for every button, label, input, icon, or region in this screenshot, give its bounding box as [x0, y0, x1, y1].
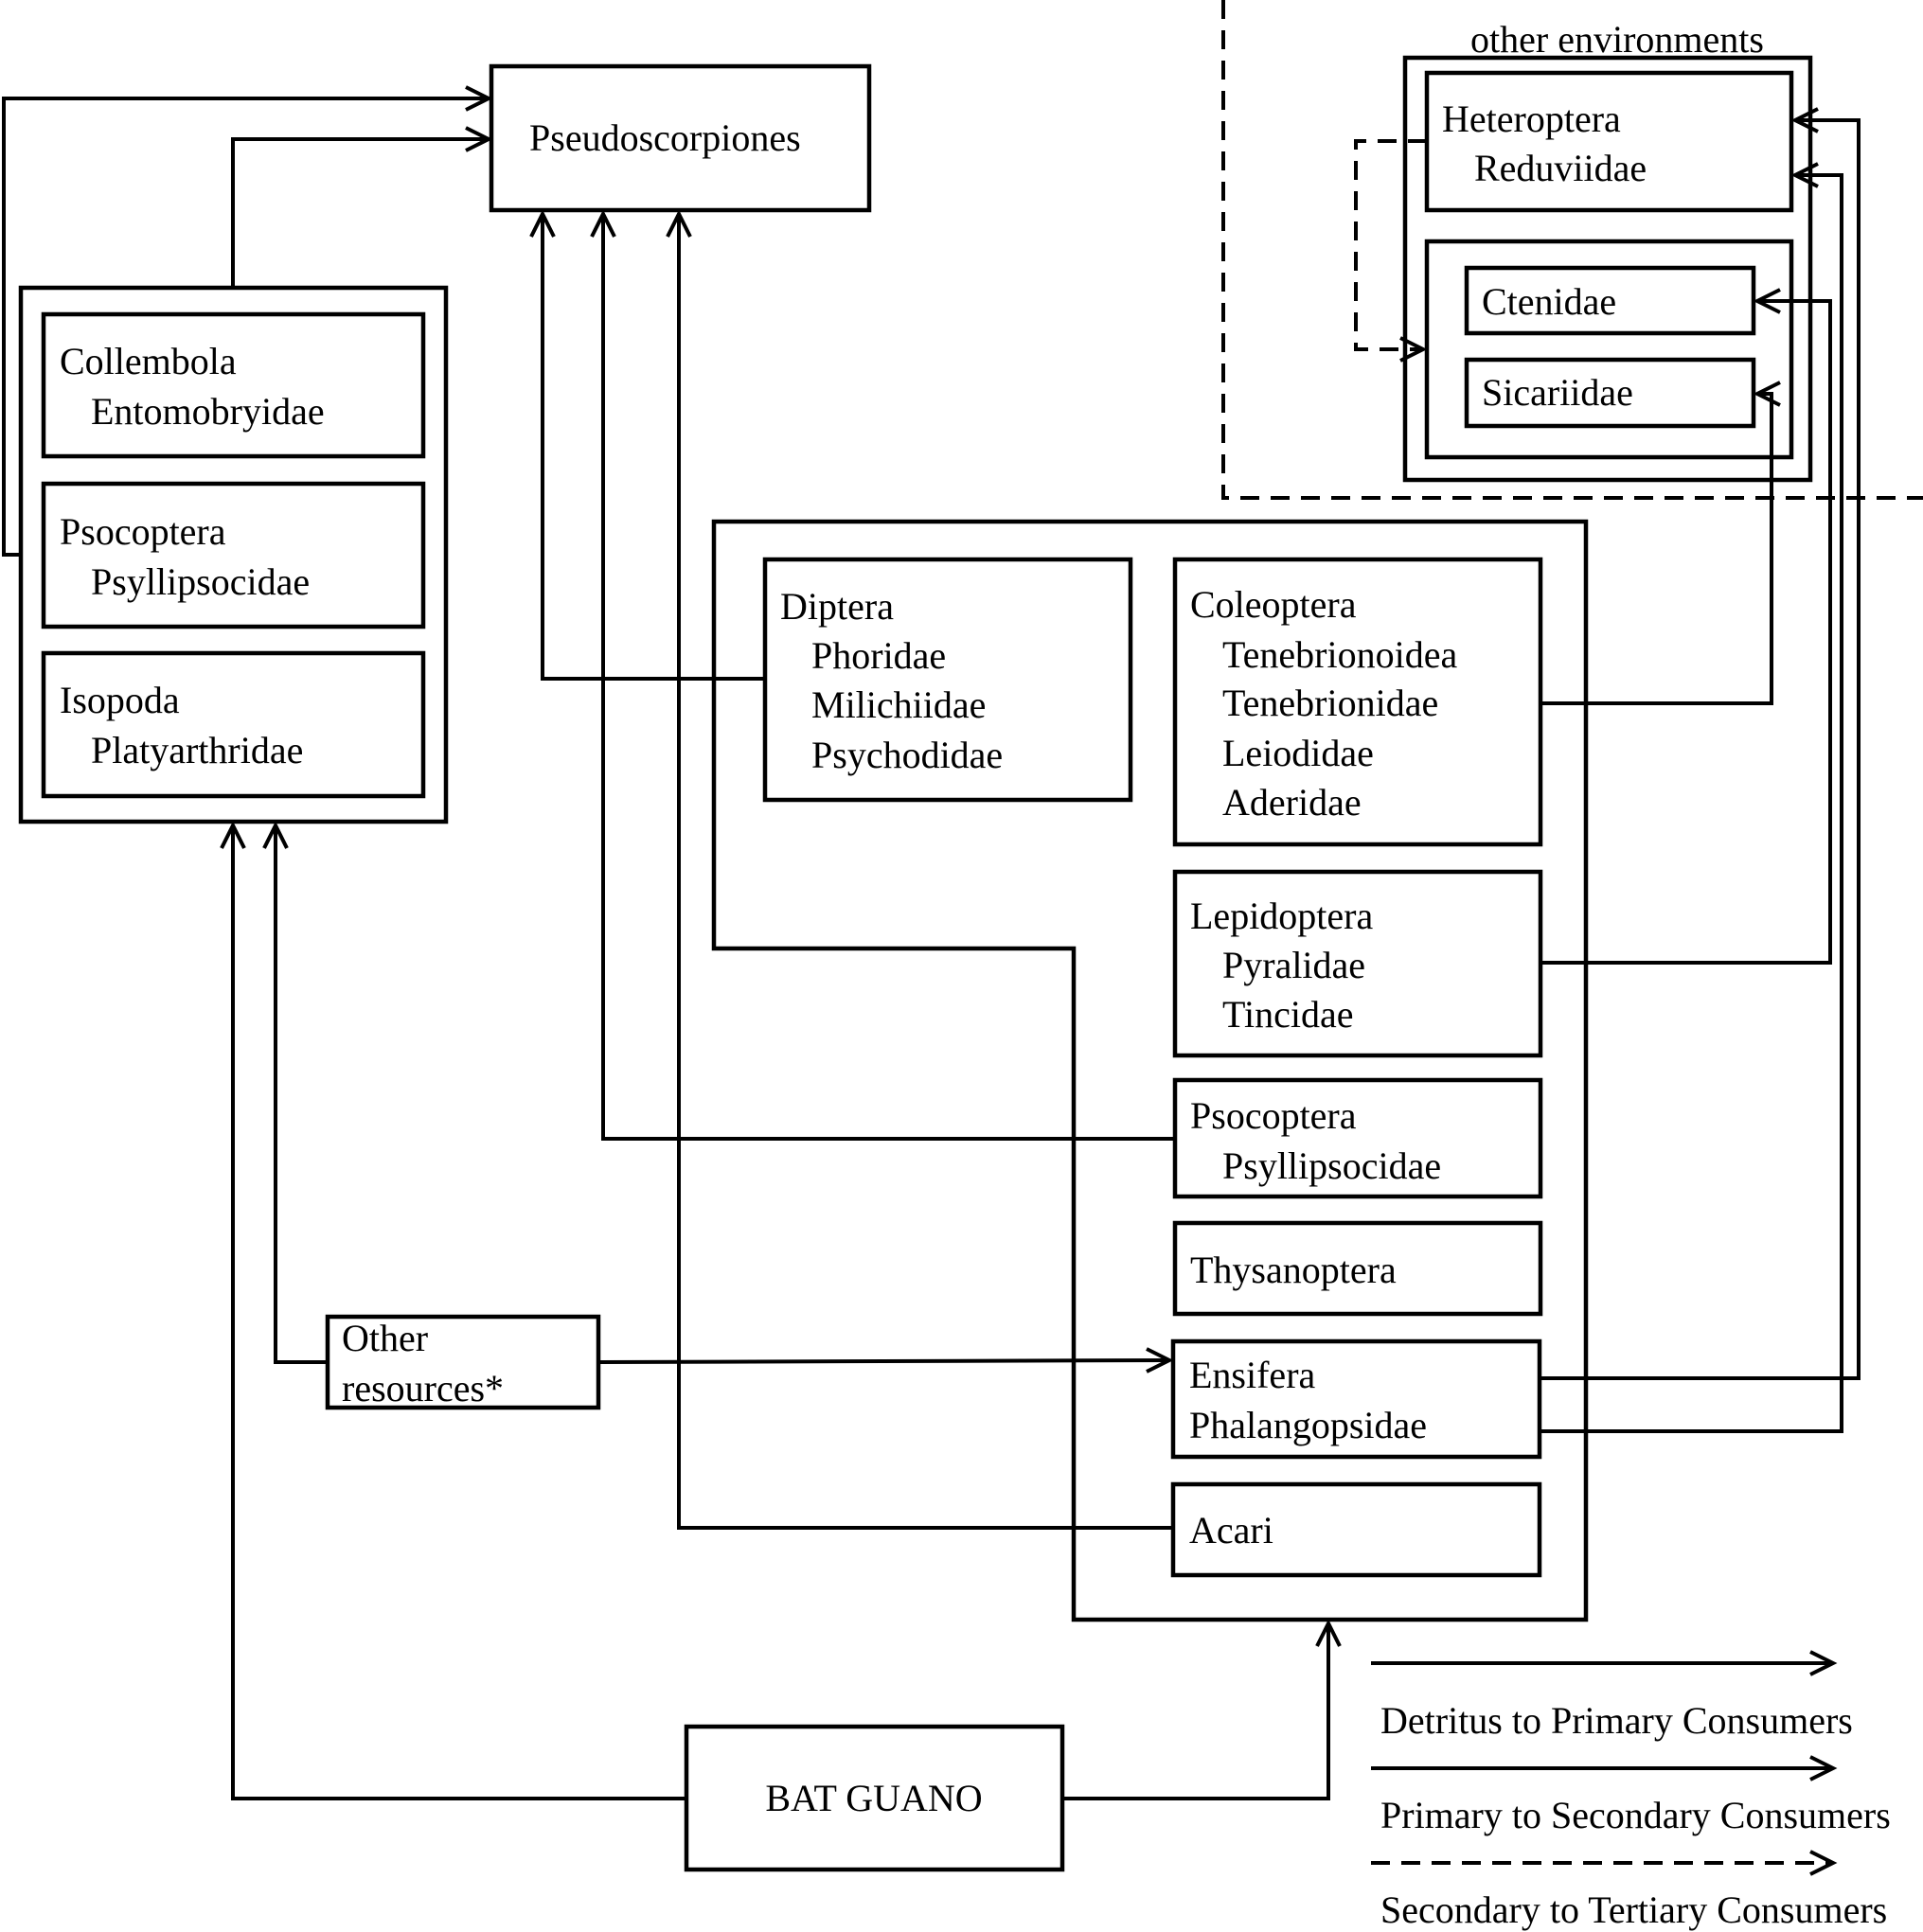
- arrowhead: [1809, 1755, 1838, 1781]
- coleoptera-label: Coleoptera: [1190, 583, 1357, 626]
- arrowhead: [1790, 107, 1819, 133]
- psocoptera-left-label: Psocoptera: [60, 510, 226, 553]
- arrowhead: [1753, 288, 1781, 314]
- legend-detritus-label: Detritus to Primary Consumers: [1380, 1699, 1853, 1742]
- arrowhead: [220, 821, 246, 849]
- sicariidae-label: Sicariidae: [1482, 371, 1633, 414]
- pyralidae-label: Pyralidae: [1222, 944, 1365, 986]
- reduviidae-label: Reduviidae: [1474, 147, 1647, 189]
- arrowhead: [1753, 381, 1781, 407]
- aderidae-label: Aderidae: [1222, 781, 1362, 824]
- psyllipsocidae-right-label: Psyllipsocidae: [1222, 1144, 1441, 1187]
- tenebrionidae-label: Tenebrionidae: [1222, 682, 1438, 724]
- tenebrionoidea-label: Tenebrionoidea: [1222, 633, 1457, 676]
- arrowhead: [1399, 336, 1428, 363]
- edge-heteroptera-to-spiders: [1354, 139, 1427, 351]
- leiodidae-label: Leiodidae: [1222, 732, 1374, 774]
- platyarthridae-label: Platyarthridae: [91, 729, 303, 771]
- lepidoptera-label: Lepidoptera: [1190, 895, 1373, 937]
- other-environments-label: other environments: [1470, 18, 1764, 61]
- arrowhead: [1146, 1347, 1174, 1374]
- diptera-box: [762, 557, 1133, 803]
- collembola-label: Collembola: [60, 340, 237, 382]
- arrowhead: [262, 821, 289, 849]
- arrowhead: [465, 126, 493, 152]
- acari-label: Acari: [1189, 1509, 1273, 1551]
- entomobryidae-label: Entomobryidae: [91, 390, 325, 433]
- bat-guano-label: BAT GUANO: [765, 1777, 982, 1819]
- arrowhead: [1315, 1619, 1342, 1647]
- edge-acari-to-pseudoscorpiones: [677, 214, 1173, 1530]
- ctenidae-box: [1464, 265, 1756, 336]
- psocoptera-right-box: [1172, 1077, 1543, 1199]
- edge-diptera-to-pseudoscorpiones: [541, 214, 765, 681]
- edge-ensifera-to-heteroptera-1: [1540, 118, 1861, 1380]
- edge-bat-guano-to-consumer-group: [1062, 1623, 1330, 1800]
- collembola-box: [41, 311, 426, 459]
- lepidoptera-box: [1172, 869, 1543, 1058]
- edge-other-resources-to-left-group: [274, 825, 328, 1364]
- other-environments-boundary: [1221, 0, 1923, 500]
- psocoptera-left-box: [41, 481, 426, 629]
- pseudoscorpiones-box: [489, 63, 872, 213]
- psyllipsocidae-left-label: Psyllipsocidae: [91, 560, 310, 603]
- coleoptera-box: [1172, 557, 1543, 847]
- tincidae-label: Tincidae: [1222, 993, 1354, 1036]
- arrowhead: [1790, 162, 1819, 188]
- pseudoscorpiones-label: Pseudoscorpiones: [529, 116, 801, 159]
- edge-psocoptera-right-to-pseudoscorpiones: [601, 214, 1175, 1141]
- other-resources-label-1: Other: [342, 1317, 428, 1359]
- arrowhead: [1809, 1850, 1838, 1876]
- ctenidae-label: Ctenidae: [1482, 280, 1616, 323]
- legend-primary-label: Primary to Secondary Consumers: [1380, 1794, 1891, 1836]
- edge-other-resources-to-ensifera: [597, 1358, 1170, 1364]
- arrowhead: [1809, 1650, 1838, 1676]
- phoridae-label: Phoridae: [811, 634, 946, 677]
- isopoda-label: Isopoda: [60, 679, 180, 721]
- edge-lepidoptera-to-ctenidae: [1540, 299, 1832, 965]
- psocoptera-right-label: Psocoptera: [1190, 1094, 1357, 1137]
- edge-coleoptera-to-sicariidae: [1540, 392, 1773, 705]
- diptera-label: Diptera: [780, 585, 894, 628]
- arrowhead: [465, 85, 493, 112]
- thysanoptera-label: Thysanoptera: [1190, 1249, 1397, 1291]
- other-resources-label-2: resources*: [342, 1367, 504, 1409]
- edge-ensifera-to-heteroptera-2: [1540, 173, 1843, 1433]
- heteroptera-box: [1424, 70, 1794, 213]
- arrowhead: [590, 209, 616, 238]
- phalangopsidae-label: Phalangopsidae: [1189, 1404, 1427, 1446]
- heteroptera-label: Heteroptera: [1442, 97, 1621, 140]
- sicariidae-box: [1464, 357, 1756, 429]
- ensifera-box: [1170, 1338, 1542, 1460]
- thysanoptera-box: [1172, 1220, 1543, 1317]
- edge-left-group-to-pseudoscorpiones: [231, 137, 489, 288]
- ensifera-label: Ensifera: [1189, 1354, 1316, 1396]
- legend-secondary-label: Secondary to Tertiary Consumers: [1380, 1888, 1887, 1931]
- edge-psocoptera-to-pseudoscorpiones: [2, 97, 489, 557]
- isopoda-box: [41, 650, 426, 799]
- edge-bat-guano-to-left-group: [231, 825, 686, 1800]
- arrowhead: [529, 209, 556, 238]
- arrowhead: [666, 209, 692, 238]
- psychodidae-label: Psychodidae: [811, 734, 1003, 776]
- milichiidae-label: Milichiidae: [811, 683, 986, 726]
